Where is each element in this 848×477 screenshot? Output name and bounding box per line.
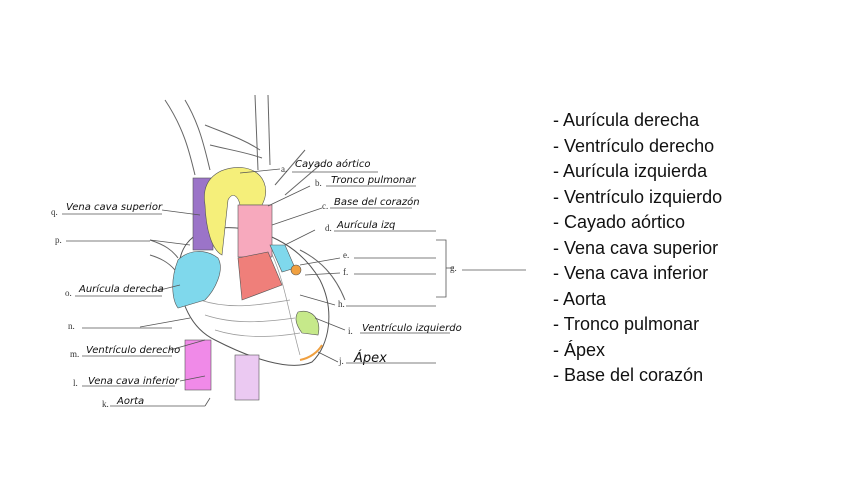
- letter-c: c.: [322, 201, 328, 211]
- heart-texture: [199, 249, 301, 356]
- answer-a: Cayado aórtico: [295, 158, 370, 170]
- terms-list: - Aurícula derecha - Ventrículo derecho …: [553, 108, 722, 389]
- answer-k: Aorta: [116, 396, 144, 407]
- letter-f: f.: [343, 267, 348, 277]
- letter-n: n.: [68, 321, 75, 331]
- term-item: - Ventrículo derecho: [553, 135, 715, 156]
- answer-l: Vena cava inferior: [88, 376, 180, 387]
- term-item: - Cayado aórtico: [553, 212, 686, 232]
- term-item: - Vena cava superior: [553, 237, 719, 258]
- answer-i: Ventrículo izquierdo: [362, 322, 462, 334]
- letter-o: o.: [65, 288, 72, 298]
- term-item: - Aurícula derecha: [553, 110, 700, 130]
- apex-edge: [299, 344, 323, 361]
- term-item: - Vena cava inferior: [553, 263, 709, 283]
- term-item: - Tronco pulmonar: [553, 314, 700, 334]
- letter-i: i.: [348, 326, 353, 336]
- letter-m: m.: [70, 349, 79, 359]
- answer-b: Tronco pulmonar: [331, 175, 416, 186]
- letter-p: p.: [55, 235, 62, 245]
- answer-m: Ventrículo derecho: [86, 344, 180, 356]
- leader-lines: [62, 168, 526, 407]
- answer-o: Aurícula derecha: [78, 283, 164, 295]
- right-ventricle-shape: [237, 251, 283, 301]
- left-ventricle-shape: [295, 310, 320, 336]
- term-item: - Ventrículo izquierdo: [553, 186, 723, 207]
- answer-d: Aurícula izq: [336, 219, 395, 231]
- right-atrium-shape: [172, 251, 221, 309]
- answer-c: Base del corazón: [334, 196, 420, 208]
- letter-a: a.: [281, 164, 287, 174]
- term-item: - Aorta: [553, 288, 607, 309]
- aorta-shape: [234, 354, 260, 401]
- letter-d: d.: [325, 223, 332, 233]
- term-item: - Base del corazón: [553, 365, 704, 385]
- label-letters: a. b. c. d. e. f. g. h. i. j. k. l. m. n…: [51, 164, 457, 409]
- letter-h: h.: [338, 299, 345, 309]
- answer-j: Ápex: [353, 350, 387, 366]
- letter-q: q.: [51, 207, 58, 217]
- term-item: - Aurícula izquierda: [553, 161, 708, 181]
- vessel-outlines: [149, 94, 346, 301]
- letter-k: k.: [102, 399, 109, 409]
- apex-shape: [290, 264, 302, 276]
- answer-q: Vena cava superior: [66, 202, 163, 213]
- letter-l: l.: [73, 378, 78, 388]
- letter-e: e.: [343, 250, 349, 260]
- handwritten-answers: Cayado aórtico Tronco pulmonar Base del …: [66, 158, 462, 407]
- letter-j: j.: [338, 356, 344, 366]
- letter-g: g.: [450, 263, 457, 273]
- letter-b: b.: [315, 178, 322, 188]
- inferior-vena-cava-shape: [184, 339, 212, 391]
- pulmonary-trunk-shape: [237, 204, 273, 258]
- term-item: - Ápex: [553, 339, 606, 360]
